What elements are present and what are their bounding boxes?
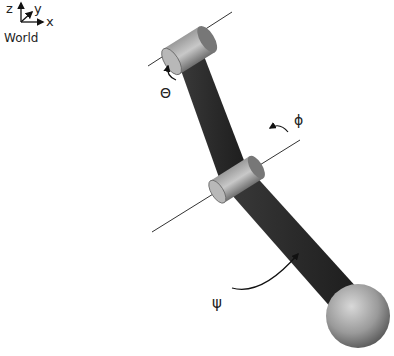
phi-arrow <box>270 126 288 132</box>
middle-joint <box>205 153 268 206</box>
axis-label: x <box>46 15 54 28</box>
frame-label: World <box>4 32 38 44</box>
angle-label: Θ <box>160 86 171 100</box>
end-sphere <box>326 284 390 348</box>
angle-label: ϕ <box>294 113 303 127</box>
axis-label: z <box>6 2 13 15</box>
psi-arrow <box>232 254 298 289</box>
axis-label: y <box>34 2 42 15</box>
angle-label: ψ <box>212 296 222 311</box>
world-axes <box>21 3 43 22</box>
theta-arrow <box>168 66 176 80</box>
